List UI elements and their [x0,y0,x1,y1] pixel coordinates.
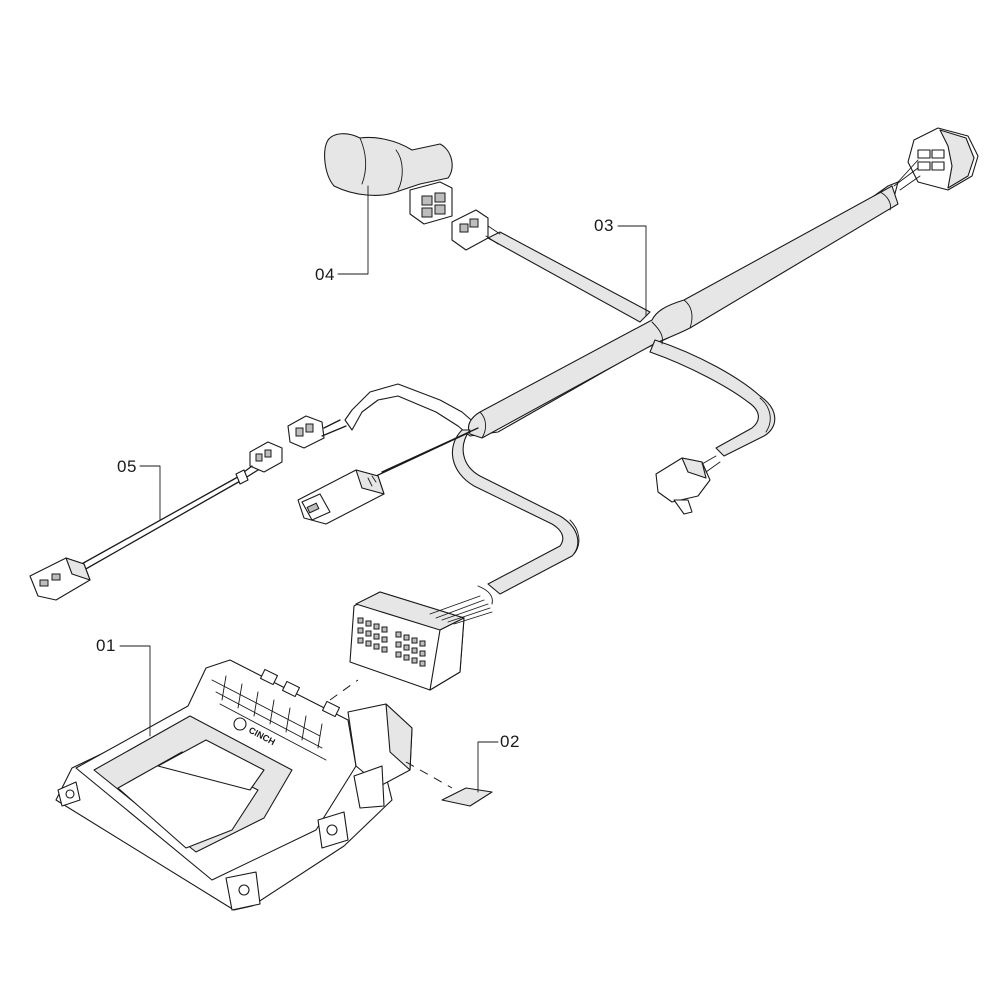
callout-04: 04 [315,265,335,284]
large-main-connector [349,591,493,691]
harness-end-connector-top-right [893,127,979,191]
unit-fins [211,668,341,761]
assembly-line-connector [329,679,359,701]
pin-grid-left [357,617,388,653]
small-plug-left-branch [287,415,347,449]
control-unit-01: CINCH [55,659,413,911]
cinch-logo-mark [233,717,247,731]
callout-02: 02 [500,732,520,751]
main-harness-03 [344,181,899,605]
leader-lines [119,185,647,793]
harness-trunk-sleeve [467,185,899,439]
label-pad-02 [441,787,493,807]
assembly-line-label [405,761,453,789]
adapter-cable-05 [29,441,283,601]
usb-style-plug [297,469,385,525]
pin-grid-right [395,631,426,667]
callout-01: 01 [96,636,116,655]
harness-branch-right [649,339,776,457]
boot-connector-04 [324,133,501,251]
harness-usb-cable [375,427,479,477]
harness-branch-main-connector [451,429,579,595]
callout-03: 03 [594,216,614,235]
harness-branch-04 [487,231,651,323]
clip-connector-right [655,455,721,515]
callout-05: 05 [117,457,137,476]
